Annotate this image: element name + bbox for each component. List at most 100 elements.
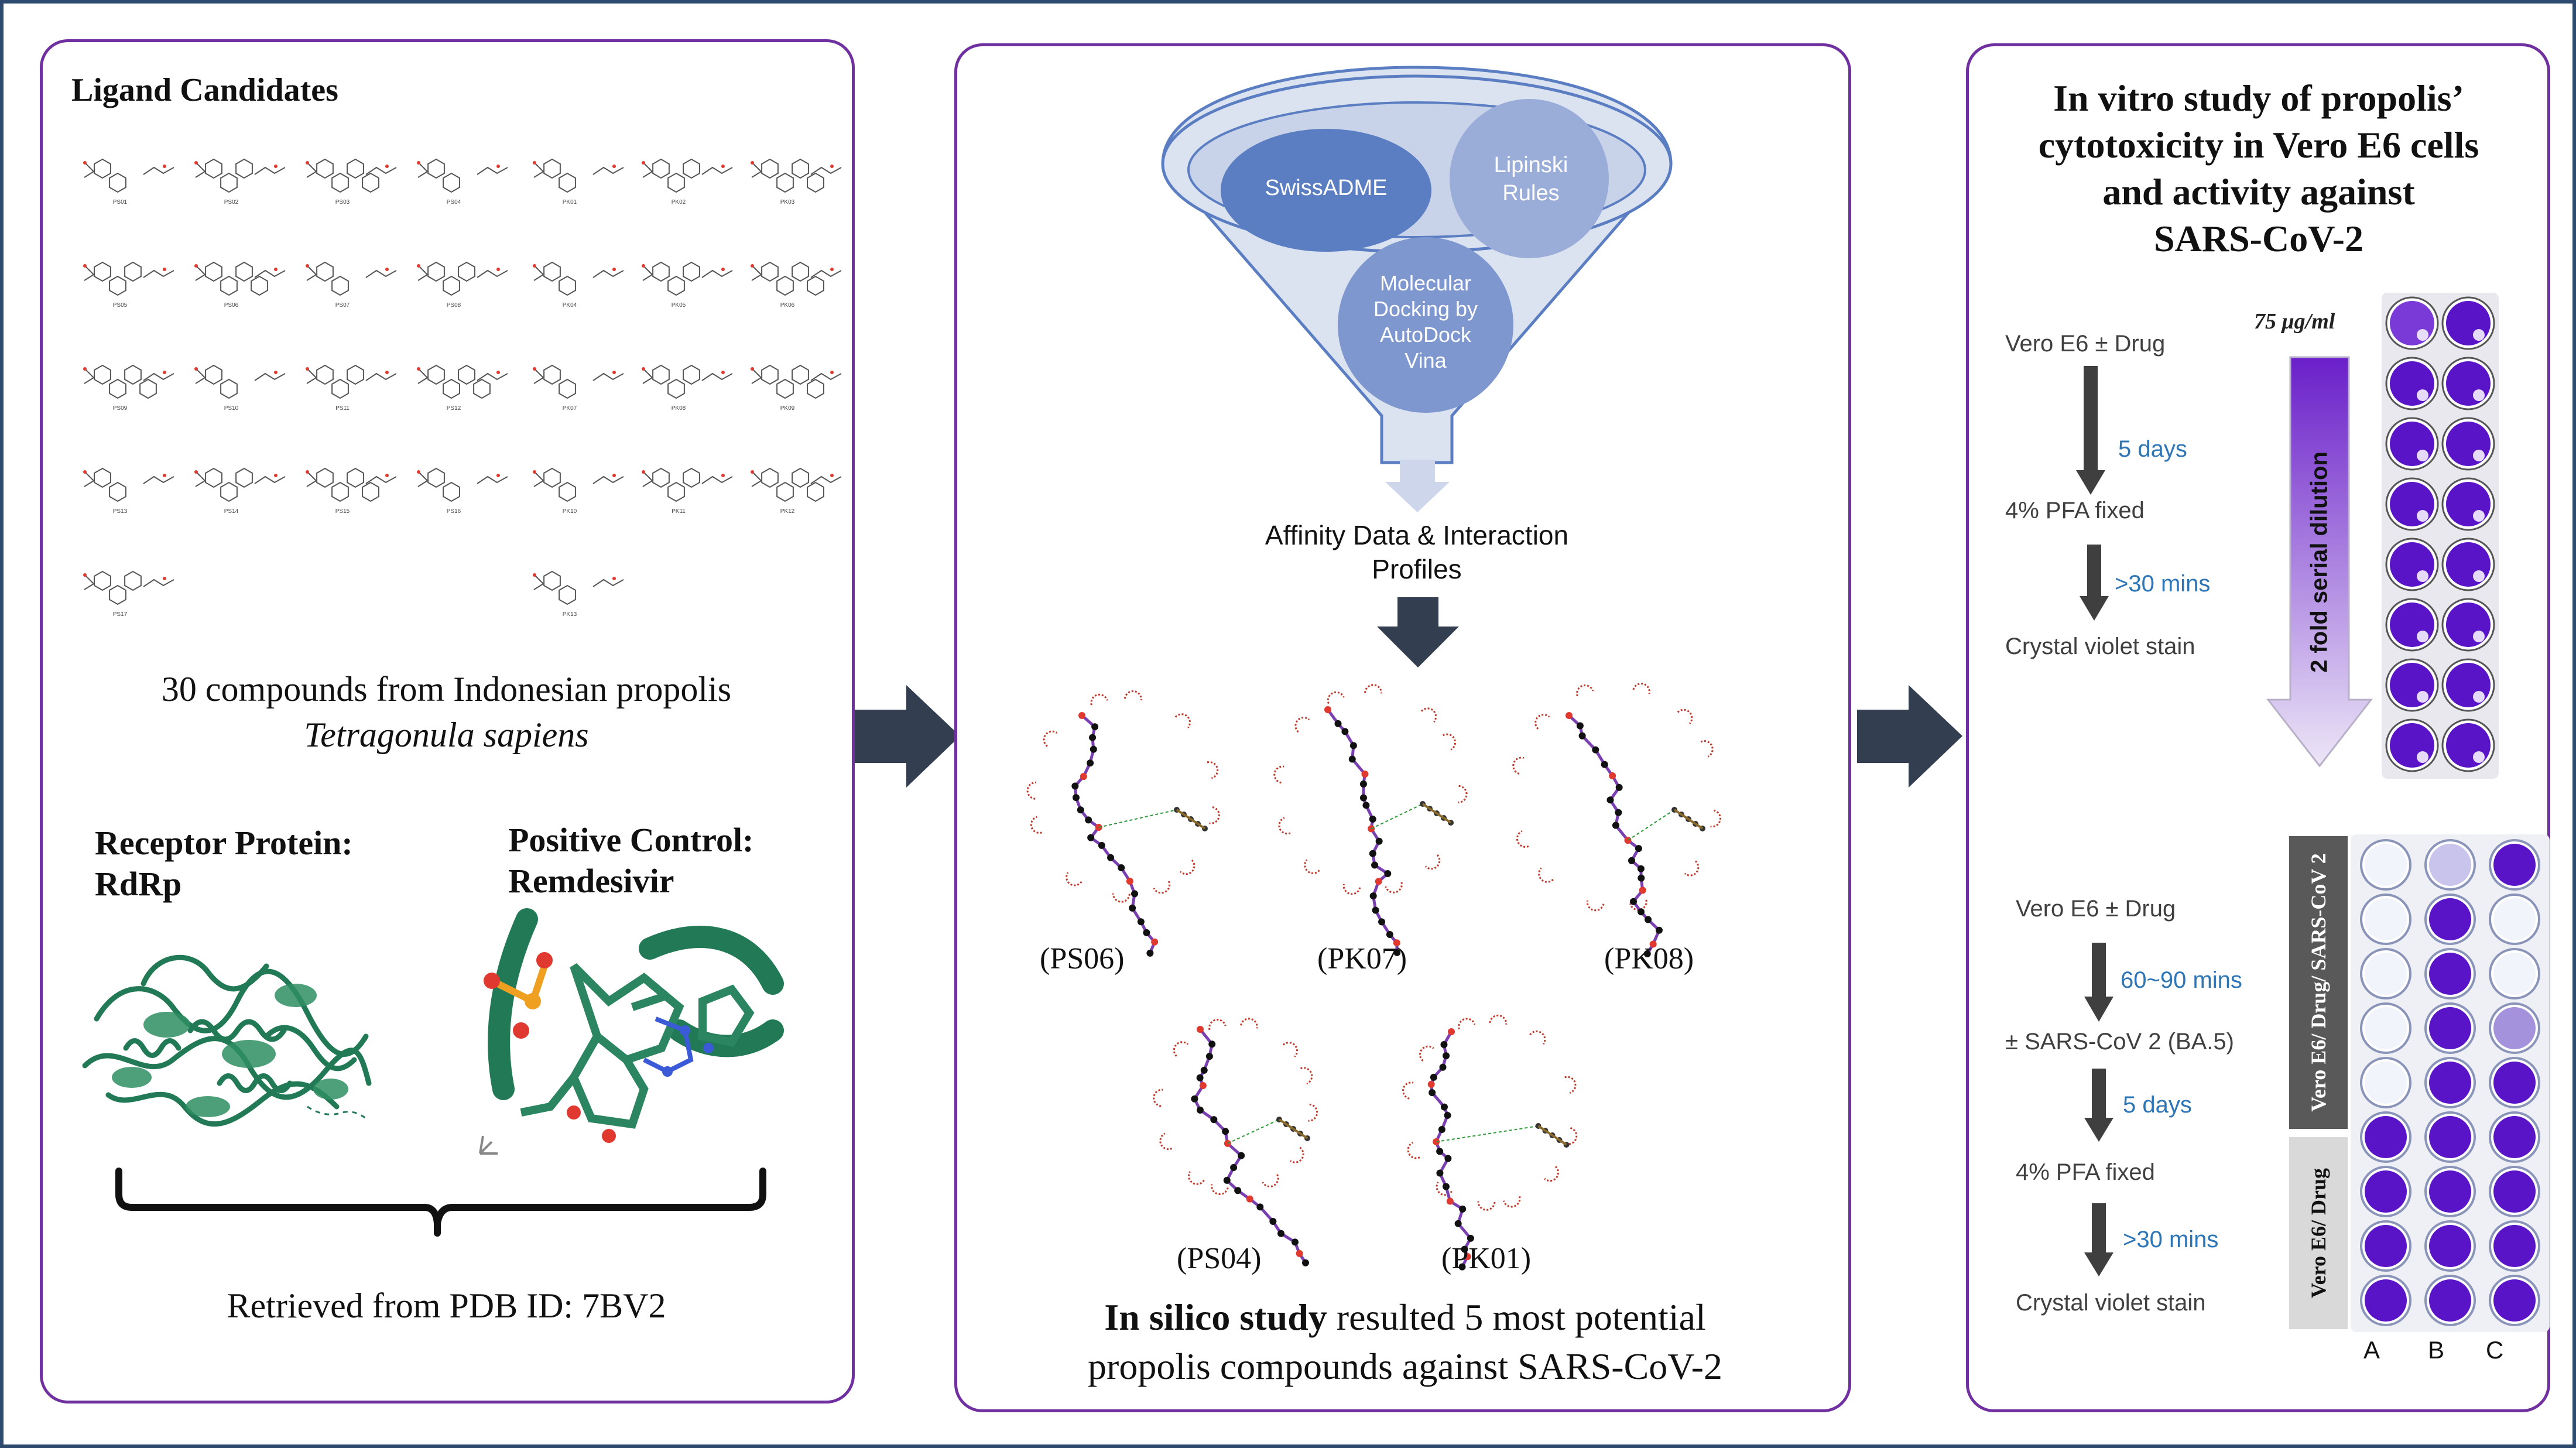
hydrophobic-contact — [1516, 830, 1529, 848]
structure-label: PS04 — [447, 199, 461, 206]
cyto-arrow-2 — [2080, 545, 2109, 621]
in-vitro-title-line1: In vitro study of propolis’ — [2053, 77, 2464, 119]
interaction-diagram-ps06 — [1026, 690, 1220, 957]
antiviral-well — [2424, 894, 2476, 945]
in-vitro-title-line3: and activity against — [2102, 171, 2415, 213]
structure-label: PK04 — [563, 302, 577, 309]
swissadme-label: SwissADME — [1265, 176, 1388, 200]
antiviral-arrow-3 — [2084, 1203, 2113, 1276]
result-label-ps04: (PS04) — [1177, 1242, 1262, 1275]
structure-label: PK01 — [563, 199, 577, 206]
structure-label: PS12 — [447, 405, 461, 412]
structure-label: PK02 — [672, 199, 686, 206]
result-label-pk08: (PK08) — [1604, 942, 1694, 975]
hbond-residue — [1671, 807, 1705, 831]
hydrophobic-contact — [1030, 816, 1042, 834]
hydrophobic-contact — [1564, 1076, 1577, 1094]
hydrophobic-contact — [1677, 708, 1693, 724]
structure-label: PS11 — [335, 405, 350, 412]
hbond-residue — [1276, 1117, 1310, 1141]
plate-side-label-bottom — [2289, 1137, 2348, 1329]
hbond-residue — [1535, 1123, 1570, 1148]
cytotoxicity-well — [2385, 718, 2439, 772]
hydrophobic-contact — [1364, 684, 1383, 694]
docking-label-line2: Docking by — [1373, 297, 1478, 321]
antiviral-well — [2424, 1220, 2476, 1272]
hydrophobic-contact — [1710, 809, 1721, 828]
cytotoxicity-well — [2385, 357, 2439, 410]
structure-label: PS10 — [224, 405, 239, 412]
structure-ps08: PS08 — [417, 261, 508, 309]
docking-label-line3: AutoDock — [1379, 323, 1472, 347]
cytotoxicity-well — [2441, 538, 2495, 591]
hydrophobic-contact — [1684, 860, 1700, 877]
conclusion-line1: In silico study resulted 5 most potentia… — [972, 1293, 1838, 1342]
hydrophobic-contact — [1209, 806, 1220, 824]
structure-pk13: PK13 — [533, 570, 624, 618]
antiviral-well — [2360, 1275, 2411, 1326]
antiviral-plate-image — [2351, 834, 2550, 1332]
hydrophobic-contact — [1632, 682, 1650, 694]
hydrophobic-contact — [1282, 1042, 1298, 1057]
ligand-molecule — [1071, 712, 1159, 957]
hydrophobic-contact — [1159, 1132, 1173, 1151]
cytotoxicity-well — [2441, 417, 2495, 471]
structure-label: PS05 — [113, 302, 128, 309]
conclusion-line2: propolis compounds against SARS-CoV-2 — [1088, 1346, 1722, 1387]
hydrophobic-contact — [1477, 1201, 1496, 1211]
compounds-caption: 30 compounds from Indonesian propolis Te… — [70, 666, 823, 758]
structure-pk06: PK06 — [751, 261, 842, 309]
structure-label: PK05 — [672, 302, 686, 309]
structure-pk10: PK10 — [533, 467, 624, 515]
serial-dilution-label: 2 fold serial dilution — [2306, 451, 2332, 673]
hydrophobic-contact — [1304, 859, 1320, 874]
structure-label: PK12 — [780, 508, 795, 515]
result-label-pk01: (PK01) — [1441, 1242, 1532, 1275]
antiviral-well — [2360, 894, 2411, 945]
hydrophobic-contact — [1529, 1030, 1546, 1045]
antiviral-well — [2424, 948, 2476, 999]
hydrophobic-contact — [1385, 882, 1403, 894]
antiviral-well — [2424, 1111, 2476, 1163]
structure-ps10: PS10 — [194, 364, 286, 412]
antiviral-well — [2489, 1275, 2540, 1326]
antiviral-well — [2489, 1002, 2540, 1054]
receptor-protein-label: Receptor Protein: RdRp — [95, 823, 353, 905]
hydrophobic-contact — [1174, 713, 1191, 728]
cyto-step-3: Crystal violet stain — [2005, 634, 2195, 659]
hydrophobic-contact — [1489, 1014, 1508, 1025]
affinity-label-line2: Profiles — [1372, 554, 1462, 584]
hydrophobic-contact — [1240, 1018, 1258, 1029]
structure-label: PS02 — [224, 199, 239, 206]
hydrophobic-contact — [1211, 1184, 1229, 1195]
cyto-time-1: 5 days — [2118, 436, 2187, 462]
structure-ps01: PS01 — [83, 158, 174, 206]
structure-ps03: PS03 — [306, 158, 397, 206]
structure-ps17: PS17 — [83, 570, 174, 618]
lipinski-label: Lipinski Rules — [1452, 151, 1610, 207]
affinity-label-line1: Affinity Data & Interaction — [1265, 520, 1569, 550]
positive-control-label: Positive Control: Remdesivir — [508, 820, 753, 902]
hydrophobic-contact — [1278, 817, 1291, 835]
hydrophobic-contact — [1458, 1018, 1476, 1030]
structure-label: PK08 — [672, 405, 686, 412]
structure-label: PK11 — [672, 508, 686, 515]
in-vitro-title-line2: cytotoxicity in Vero E6 cells — [2038, 124, 2479, 166]
ligand-molecule — [1427, 1028, 1474, 1271]
antiviral-well — [2489, 894, 2540, 945]
antiviral-step-4: Crystal violet stain — [2016, 1290, 2206, 1316]
structure-pk02: PK02 — [642, 158, 733, 206]
flow-arrow-2 — [1857, 685, 1962, 788]
hydrophobic-contact — [1153, 881, 1171, 894]
cyto-arrow-1 — [2076, 366, 2105, 495]
hydrophobic-contact — [1207, 761, 1219, 779]
structure-ps04: PS04 — [417, 158, 508, 206]
hydrophobic-contact — [1458, 785, 1468, 803]
hydrophobic-contact — [1512, 756, 1525, 775]
structure-pk09: PK09 — [751, 364, 842, 412]
antiviral-well — [2360, 1220, 2411, 1272]
antiviral-time-2: 5 days — [2123, 1092, 2192, 1118]
antiviral-well — [2424, 1057, 2476, 1108]
hydrophobic-contact — [1419, 1045, 1434, 1062]
structure-pk11: PK11 — [642, 467, 733, 515]
